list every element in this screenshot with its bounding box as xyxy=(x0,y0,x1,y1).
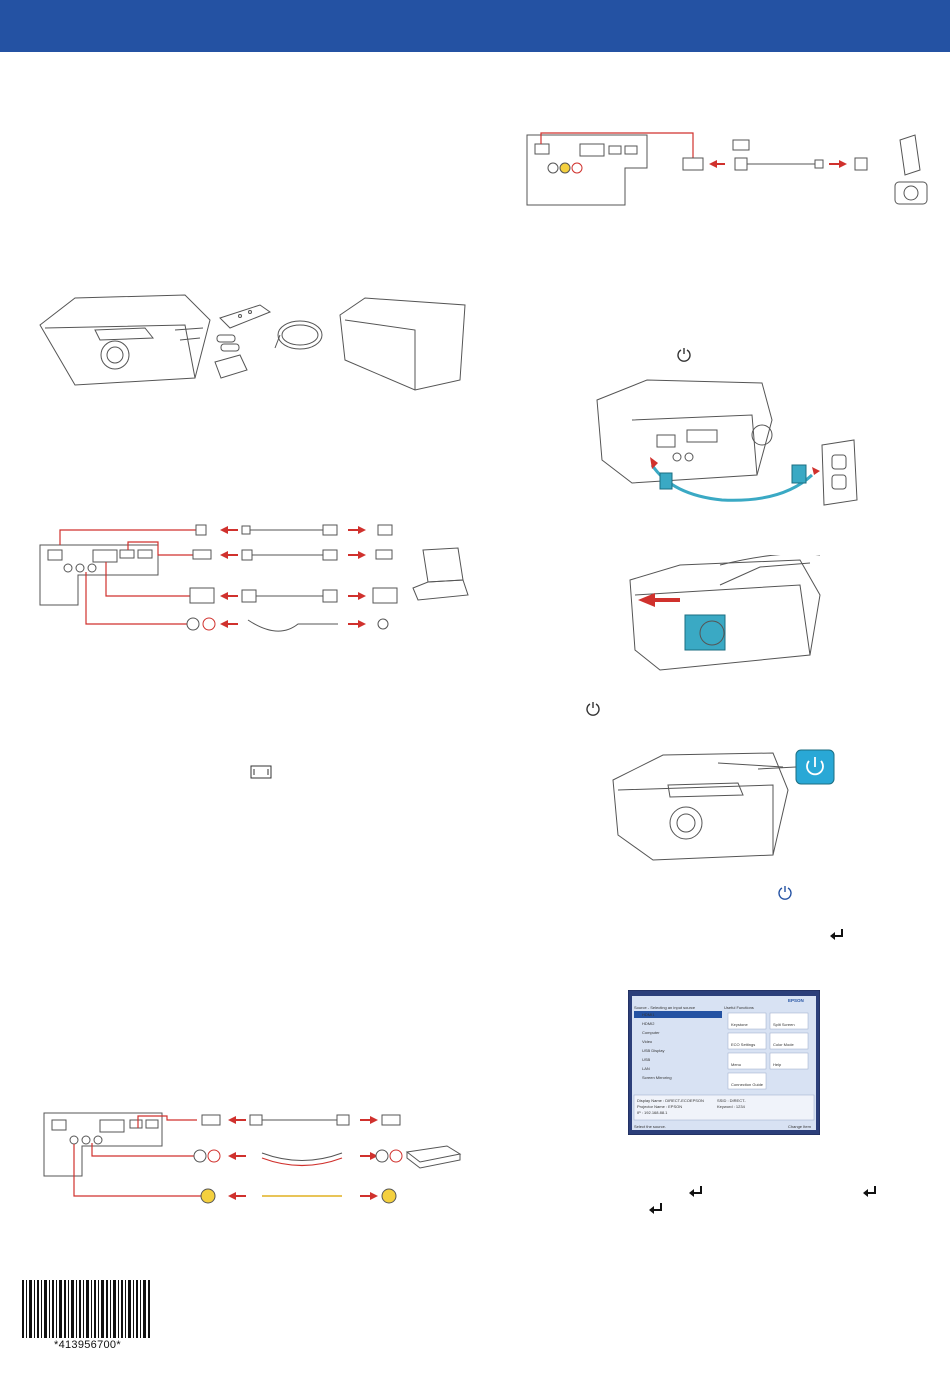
home-info-line: Keyword : 1234 xyxy=(717,1104,746,1109)
home-tile[interactable] xyxy=(727,1052,767,1070)
home-brand: EPSON xyxy=(788,998,804,1003)
home-tile-label: Menu xyxy=(731,1062,741,1067)
home-right-header: Useful Functions xyxy=(724,1005,754,1010)
home-tile[interactable] xyxy=(727,1032,767,1050)
carrying-case-icon xyxy=(339,297,466,391)
enter-icon xyxy=(829,928,845,942)
camera-icon xyxy=(894,181,928,205)
home-tile-label: Color Mode xyxy=(773,1042,794,1047)
power-icon xyxy=(676,346,692,362)
enter-icon xyxy=(648,1202,664,1216)
batteries-icon xyxy=(216,334,240,352)
power-button-illustration xyxy=(608,745,838,865)
home-footer-right: Change Item xyxy=(788,1124,812,1129)
top-banner xyxy=(0,0,950,52)
home-info-line: SSID : DIRECT- xyxy=(717,1098,746,1103)
power-icon xyxy=(777,884,793,900)
video-connection-diagram xyxy=(42,1108,462,1208)
projector-icon xyxy=(596,379,773,484)
wall-outlet-icon xyxy=(821,439,858,506)
usb-connection-diagram xyxy=(525,130,930,210)
home-info-line: Display Name : DIRECT-ECOEPSON xyxy=(637,1098,704,1103)
home-tile-label: Split Screen xyxy=(773,1022,795,1027)
home-source-item[interactable]: Computer xyxy=(642,1030,660,1035)
cable-icon xyxy=(274,320,323,350)
barcode-number: *413956700* xyxy=(54,1339,121,1351)
projector-icon xyxy=(39,294,211,386)
home-screen-illustration: EPSON Source - Selecting an input source… xyxy=(628,990,820,1135)
home-tile[interactable] xyxy=(727,1072,767,1090)
laptop-icon xyxy=(412,547,469,601)
home-source-item[interactable]: USB Display xyxy=(642,1048,664,1053)
home-source-item[interactable]: USB xyxy=(642,1057,651,1062)
usb-icon xyxy=(899,134,921,176)
remote-control-icon xyxy=(219,304,272,329)
home-source-item[interactable]: Screen Mirroring xyxy=(642,1075,672,1080)
home-source-item[interactable]: LAN xyxy=(642,1066,650,1071)
box-contents-illustration xyxy=(35,290,470,395)
home-tile-label: Help xyxy=(773,1062,782,1067)
home-tile[interactable] xyxy=(727,1012,767,1030)
home-tile-label: Connection Guide xyxy=(731,1082,764,1087)
aspect-icon xyxy=(250,765,272,779)
home-left-header: Source - Selecting an input source xyxy=(634,1005,696,1010)
lens-cover-icon xyxy=(214,354,248,379)
power-icon xyxy=(585,700,601,716)
home-tile[interactable] xyxy=(769,1052,809,1070)
home-tile[interactable] xyxy=(769,1032,809,1050)
enter-icon xyxy=(688,1185,704,1199)
home-tile-label: Keystone xyxy=(731,1022,748,1027)
home-tile-label: ECO Settings xyxy=(731,1042,755,1047)
lens-cover-illustration xyxy=(620,555,835,680)
home-info-line: IP : 192.168.88.1 xyxy=(637,1110,668,1115)
barcode xyxy=(22,1280,152,1338)
enter-icon xyxy=(862,1185,878,1199)
power-cord-illustration xyxy=(592,375,867,510)
media-player-icon xyxy=(405,1145,462,1169)
home-tile[interactable] xyxy=(769,1012,809,1030)
computer-connection-diagram xyxy=(38,520,470,645)
home-source-item[interactable]: HDMI2 xyxy=(642,1021,655,1026)
home-source-item[interactable]: HDMI1 xyxy=(642,1012,655,1017)
home-footer-left: Select the source. xyxy=(634,1124,666,1129)
home-source-item[interactable]: Video xyxy=(642,1039,653,1044)
home-info-line: Projector Name : EPSON xyxy=(637,1104,682,1109)
